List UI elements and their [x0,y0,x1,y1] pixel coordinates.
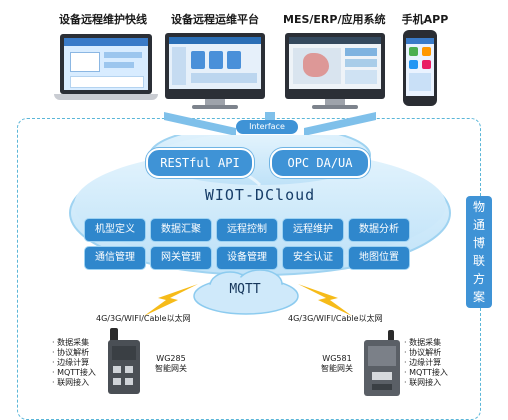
monitor-base [312,105,358,109]
feature-item: · MQTT接入 [404,368,448,377]
interface-badge: Interface [236,120,298,134]
lightning-left-icon [144,284,198,316]
restful-api-pill: RESTful API [146,148,254,178]
feature-item: · 协议解析 [404,348,442,357]
link-label-right: 4G/3G/WIFI/Cable以太网 [288,314,383,323]
gateway-left-label: WG285 智能网关 [146,354,196,374]
gateway-name: 智能网关 [321,364,353,373]
module-gateway-mgmt: 网关管理 [150,246,212,270]
mqtt-cloud [193,269,299,315]
module-remote-maintenance: 远程维护 [282,218,344,242]
device-title-mes-erp: MES/ERP/应用系统 [283,13,386,26]
features-right: · 数据采集 · 协议解析 · 边缘计算 · MQTT接入 · 联网接入 [404,338,448,388]
phone-image [403,30,437,106]
feature-item: · MQTT接入 [52,368,96,377]
side-label-char: 案 [472,290,485,304]
feature-item: · 边缘计算 [404,358,442,367]
device-title-remote-line: 设备远程维护快线 [59,13,147,26]
side-label-char: 物 [472,200,485,214]
module-machine-definition: 机型定义 [84,218,146,242]
feature-item: · 数据采集 [404,338,442,347]
module-map-location: 地图位置 [348,246,410,270]
monitor-image-mes [285,33,385,99]
feature-item: · 数据采集 [52,338,90,347]
module-device-mgmt: 设备管理 [216,246,278,270]
lightning-right-icon [298,284,352,316]
side-label-char: 通 [472,218,485,232]
features-left: · 数据采集 · 协议解析 · 边缘计算 · MQTT接入 · 联网接入 [52,338,96,388]
device-title-mobile-app: 手机APP [401,13,449,26]
gateway-model: WG581 [322,354,352,363]
side-label-char: 联 [472,254,485,268]
module-data-analysis: 数据分析 [348,218,410,242]
monitor-stand [205,99,225,105]
monitor-stand [325,99,345,105]
module-communication-mgmt: 通信管理 [84,246,146,270]
monitor-image-platform [165,33,265,99]
gateway-wg285-image [108,328,140,394]
module-remote-control: 远程控制 [216,218,278,242]
side-label-char: 博 [472,236,485,250]
feature-item: · 联网接入 [404,378,442,387]
side-label-char: 方 [472,272,485,286]
device-title-ops-platform: 设备远程运维平台 [171,13,259,26]
module-security-auth: 安全认证 [282,246,344,270]
gateway-name: 智能网关 [155,364,187,373]
feature-item: · 联网接入 [52,378,90,387]
laptop-image [54,34,158,104]
feature-item: · 边缘计算 [52,358,90,367]
mqtt-label: MQTT [229,282,261,297]
feature-item: · 协议解析 [52,348,90,357]
gateway-wg581-image [364,330,400,396]
cloud-title: WIOT-DCloud [204,186,316,204]
gateway-model: WG285 [156,354,186,363]
gateway-right-label: WG581 智能网关 [312,354,362,374]
opc-da-ua-pill: OPC DA/UA [270,148,370,178]
module-data-aggregation: 数据汇聚 [150,218,212,242]
link-label-left: 4G/3G/WIFI/Cable以太网 [96,314,191,323]
monitor-base [192,105,238,109]
side-vertical-label: 物 通 博 联 方 案 [466,196,492,308]
